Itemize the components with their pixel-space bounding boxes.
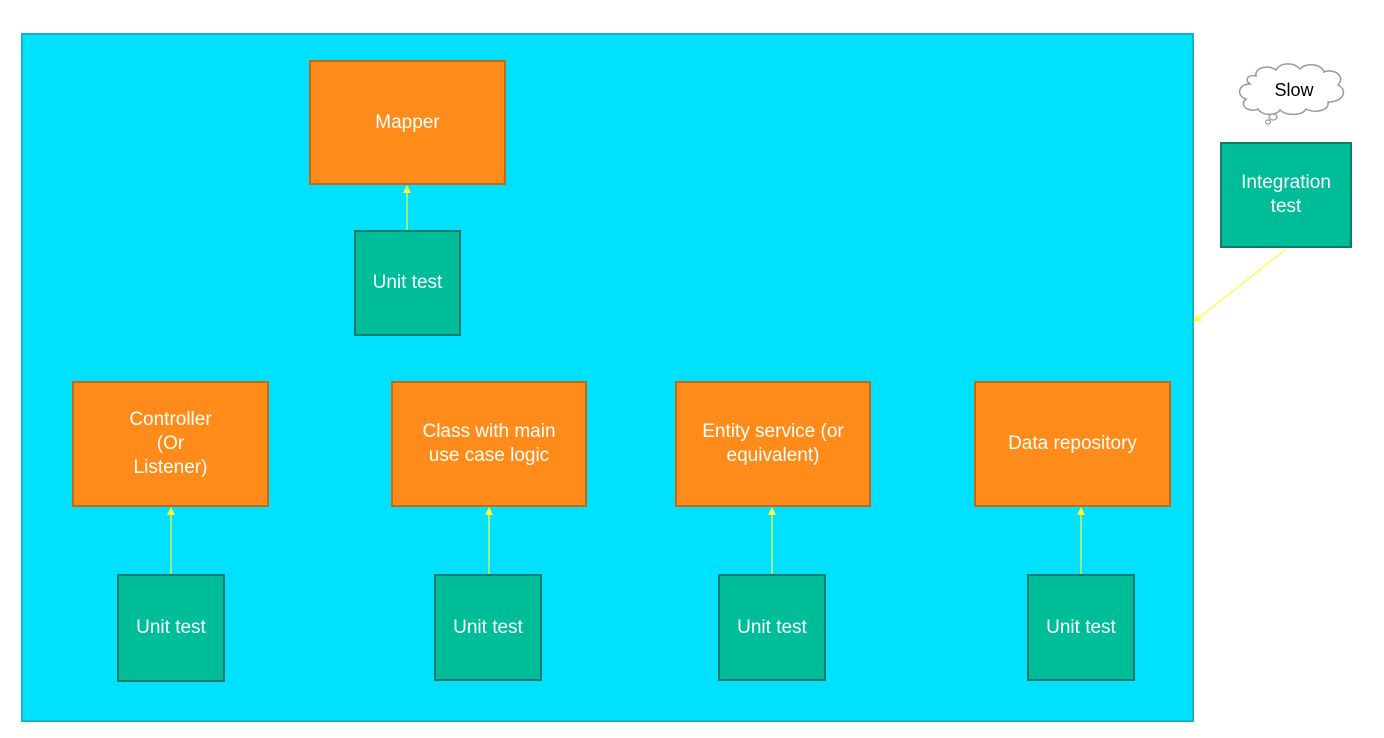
data-repository-box: Data repository: [974, 381, 1171, 507]
data-repository-unit-test-box: Unit test: [1027, 574, 1135, 681]
controller-box: Controller (Or Listener): [72, 381, 269, 507]
entity-service-unit-test-box: Unit test: [718, 574, 826, 681]
slow-label: Slow: [1274, 80, 1314, 100]
integration-test-arrow: [1193, 249, 1286, 323]
use-case-box: Class with main use case logic: [391, 381, 587, 507]
integration-test-box: Integration test: [1220, 142, 1352, 248]
mapper-box: Mapper: [309, 60, 506, 185]
mapper-unit-test-box: Unit test: [354, 230, 461, 336]
controller-unit-test-box: Unit test: [117, 574, 225, 682]
use-case-unit-test-box: Unit test: [434, 574, 542, 681]
entity-service-box: Entity service (or equivalent): [675, 381, 871, 507]
